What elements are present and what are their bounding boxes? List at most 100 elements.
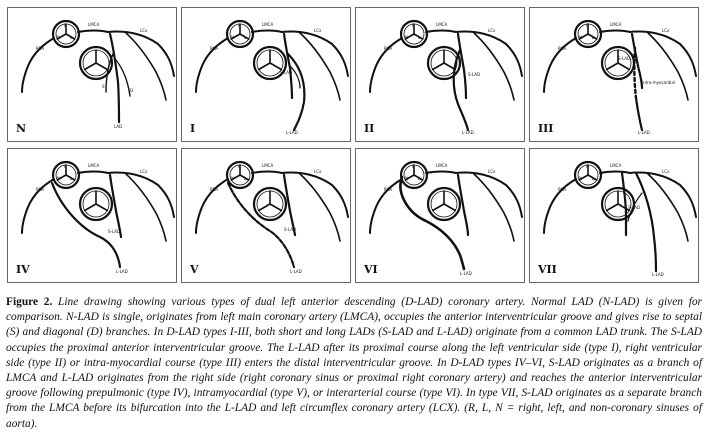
l-lad-label: L-LAD [462,130,474,135]
sinus-n-label: N [579,35,582,40]
aortic-valve-commissure-2 [404,33,415,40]
s-lad-label: S-LAD [628,205,640,210]
pulmonary-valve-commissure-2 [257,62,271,71]
lmca-label: LMCA [262,22,273,27]
lcx-label: LCx [140,169,148,174]
l-lad-vessel [50,181,122,269]
s-lad-label: S-LAD [468,72,480,77]
caption-label: Figure 2. [6,296,53,308]
lmca-vessel [425,29,457,33]
pulmonary-valve-commissure-3 [95,203,109,212]
aortic-valve-commissure-2 [56,33,67,40]
diagonal-branch [289,65,301,89]
sinus-n-label: N [231,35,234,40]
l-lad-vessel [226,181,296,269]
lmca-label: LMCA [436,22,447,27]
l-lad-label: L-LAD [116,269,128,274]
panel-label: N [16,122,27,135]
lcx-vessel [107,171,175,218]
rca-label: RCA [36,187,44,192]
lmca-label: LMCA [262,163,273,168]
rca-vessel [195,37,229,93]
lmca-label: LMCA [88,22,99,27]
aortic-valve-commissure-3 [413,174,424,181]
l-lad-label: L-LAD [652,272,664,277]
lmca-label: LMCA [610,163,621,168]
pulmonary-valve-commissure-2 [605,203,619,212]
lcx-branch [299,173,341,242]
rca-vessel [21,37,55,93]
aortic-valve-commissure-2 [56,174,67,181]
rca-vessel [369,37,403,93]
lmca-label: LMCA [436,163,447,168]
aortic-valve-commissure-3 [65,33,76,40]
lcx-vessel [629,171,697,218]
rca-label: RCA [36,46,44,51]
sinus-n-label: N [405,176,408,181]
sinus-l-label: L [418,176,421,181]
aortic-valve-commissure-3 [239,33,250,40]
lcx-branch [473,32,515,101]
lcx-label: LCx [488,28,496,33]
lmca-label: LMCA [88,163,99,168]
aortic-valve-commissure-2 [578,174,589,181]
lmca-vessel [251,170,283,174]
pulmonary-valve-commissure-2 [83,62,97,71]
l-lad-label: L-LAD [290,269,302,274]
s-lad-vessel [456,32,468,100]
rca-label: RCA [558,187,566,192]
sinus-l-label: L [592,35,595,40]
lcx-branch [473,173,515,242]
sinus-r-label: R [412,23,415,28]
septal-branch [627,192,643,222]
lcx-branch [299,32,341,101]
rca-vessel [543,178,577,234]
s-lad-vessel [630,32,644,90]
rca-vessel [369,178,403,234]
sinus-n-label: N [57,176,60,181]
aortic-valve-commissure-2 [404,174,415,181]
l-lad-label: L-LAD [460,271,472,276]
lcx-label: LCx [140,28,148,33]
lcx-label: LCx [314,169,322,174]
sinus-l-label: L [592,176,595,181]
rca-vessel [195,178,229,234]
s-lad-vessel [282,173,297,237]
sinus-l-label: L [70,176,73,181]
lcx-vessel [107,30,175,77]
rca-label: RCA [210,187,218,192]
figure-caption: Figure 2. Line drawing showing various t… [6,295,702,432]
s-lad-vessel [456,173,470,237]
lmca-vessel [599,170,631,174]
l-lad-vessel [399,175,466,271]
septal-branch [105,51,115,93]
l-lad-vessel [452,48,470,132]
pulmonary-valve-commissure-2 [431,203,445,212]
sinus-n-label: N [231,176,234,181]
rca-vessel [21,178,55,234]
sinus-l-label: L [244,176,247,181]
rca-vessel [543,37,577,93]
lcx-label: LCx [662,169,670,174]
diagonal-branch [115,59,131,97]
aortic-valve-commissure-2 [578,33,589,40]
intra-myocardial-course [633,46,638,100]
lcx-vessel [455,30,523,77]
l-lad-label: L-LAD [638,130,650,135]
sinus-r-label: R [238,164,241,169]
panel-label: II [364,122,375,135]
aortic-valve-commissure-2 [230,33,241,40]
panel-label: V [190,263,199,276]
sinus-l-label: L [70,35,73,40]
rca-label: RCA [384,187,392,192]
